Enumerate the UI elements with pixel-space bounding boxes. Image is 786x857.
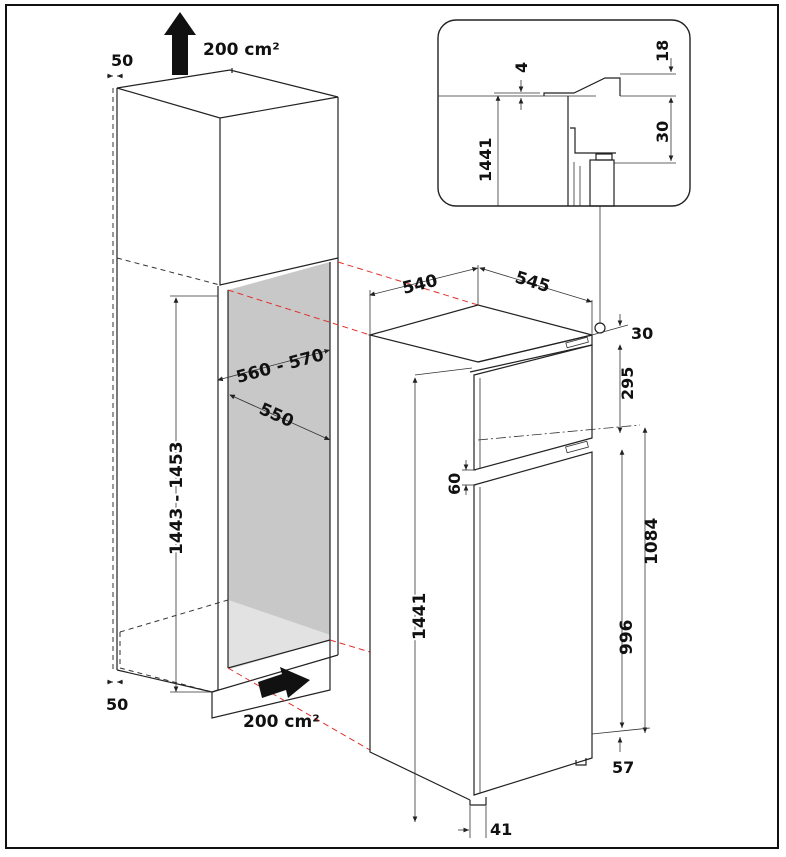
detail-height-label: 1441 — [476, 137, 495, 182]
cabinet-top — [116, 69, 339, 119]
depth-label: 545 — [513, 268, 553, 298]
bottom-gap-label: 50 — [106, 695, 128, 714]
plinth-label: 57 — [612, 758, 634, 777]
lower-section-label: 1084 — [642, 518, 662, 565]
lower-door — [473, 451, 593, 796]
detail-inset: 1441 4 18 30 — [437, 19, 691, 207]
niche-height-label: 1443 - 1453 — [167, 441, 187, 555]
appliance-dimensions: 540 545 30 295 60 1441 1084 996 57 41 — [369, 265, 662, 839]
lower-door-label: 996 — [617, 620, 637, 656]
ventilation-bottom-label: 200 cm² — [243, 712, 320, 732]
width-label: 540 — [400, 271, 439, 299]
vent-up-arrow-icon — [164, 12, 196, 75]
niche-floor — [228, 600, 330, 668]
door-gap-label: 60 — [445, 473, 464, 495]
appliance-drawing — [367, 205, 641, 806]
cabinet-drawing — [112, 68, 479, 751]
vent-in-arrow-icon — [258, 667, 310, 698]
frame-border — [5, 4, 779, 849]
height-label: 1441 — [410, 593, 430, 640]
bottom-offset-label: 41 — [490, 820, 512, 839]
top-gap-label: 50 — [111, 51, 133, 70]
detail-offset-b-label: 18 — [653, 40, 672, 62]
detail-offset-a-label: 4 — [512, 62, 531, 73]
upper-door — [473, 344, 593, 471]
cabinet-top-front — [219, 97, 339, 286]
detail-offset-c-label: 30 — [653, 121, 672, 143]
ventilation-top-label: 200 cm² — [203, 40, 280, 60]
upper-door-label: 295 — [618, 367, 637, 400]
top-gap-label: 30 — [631, 324, 653, 343]
